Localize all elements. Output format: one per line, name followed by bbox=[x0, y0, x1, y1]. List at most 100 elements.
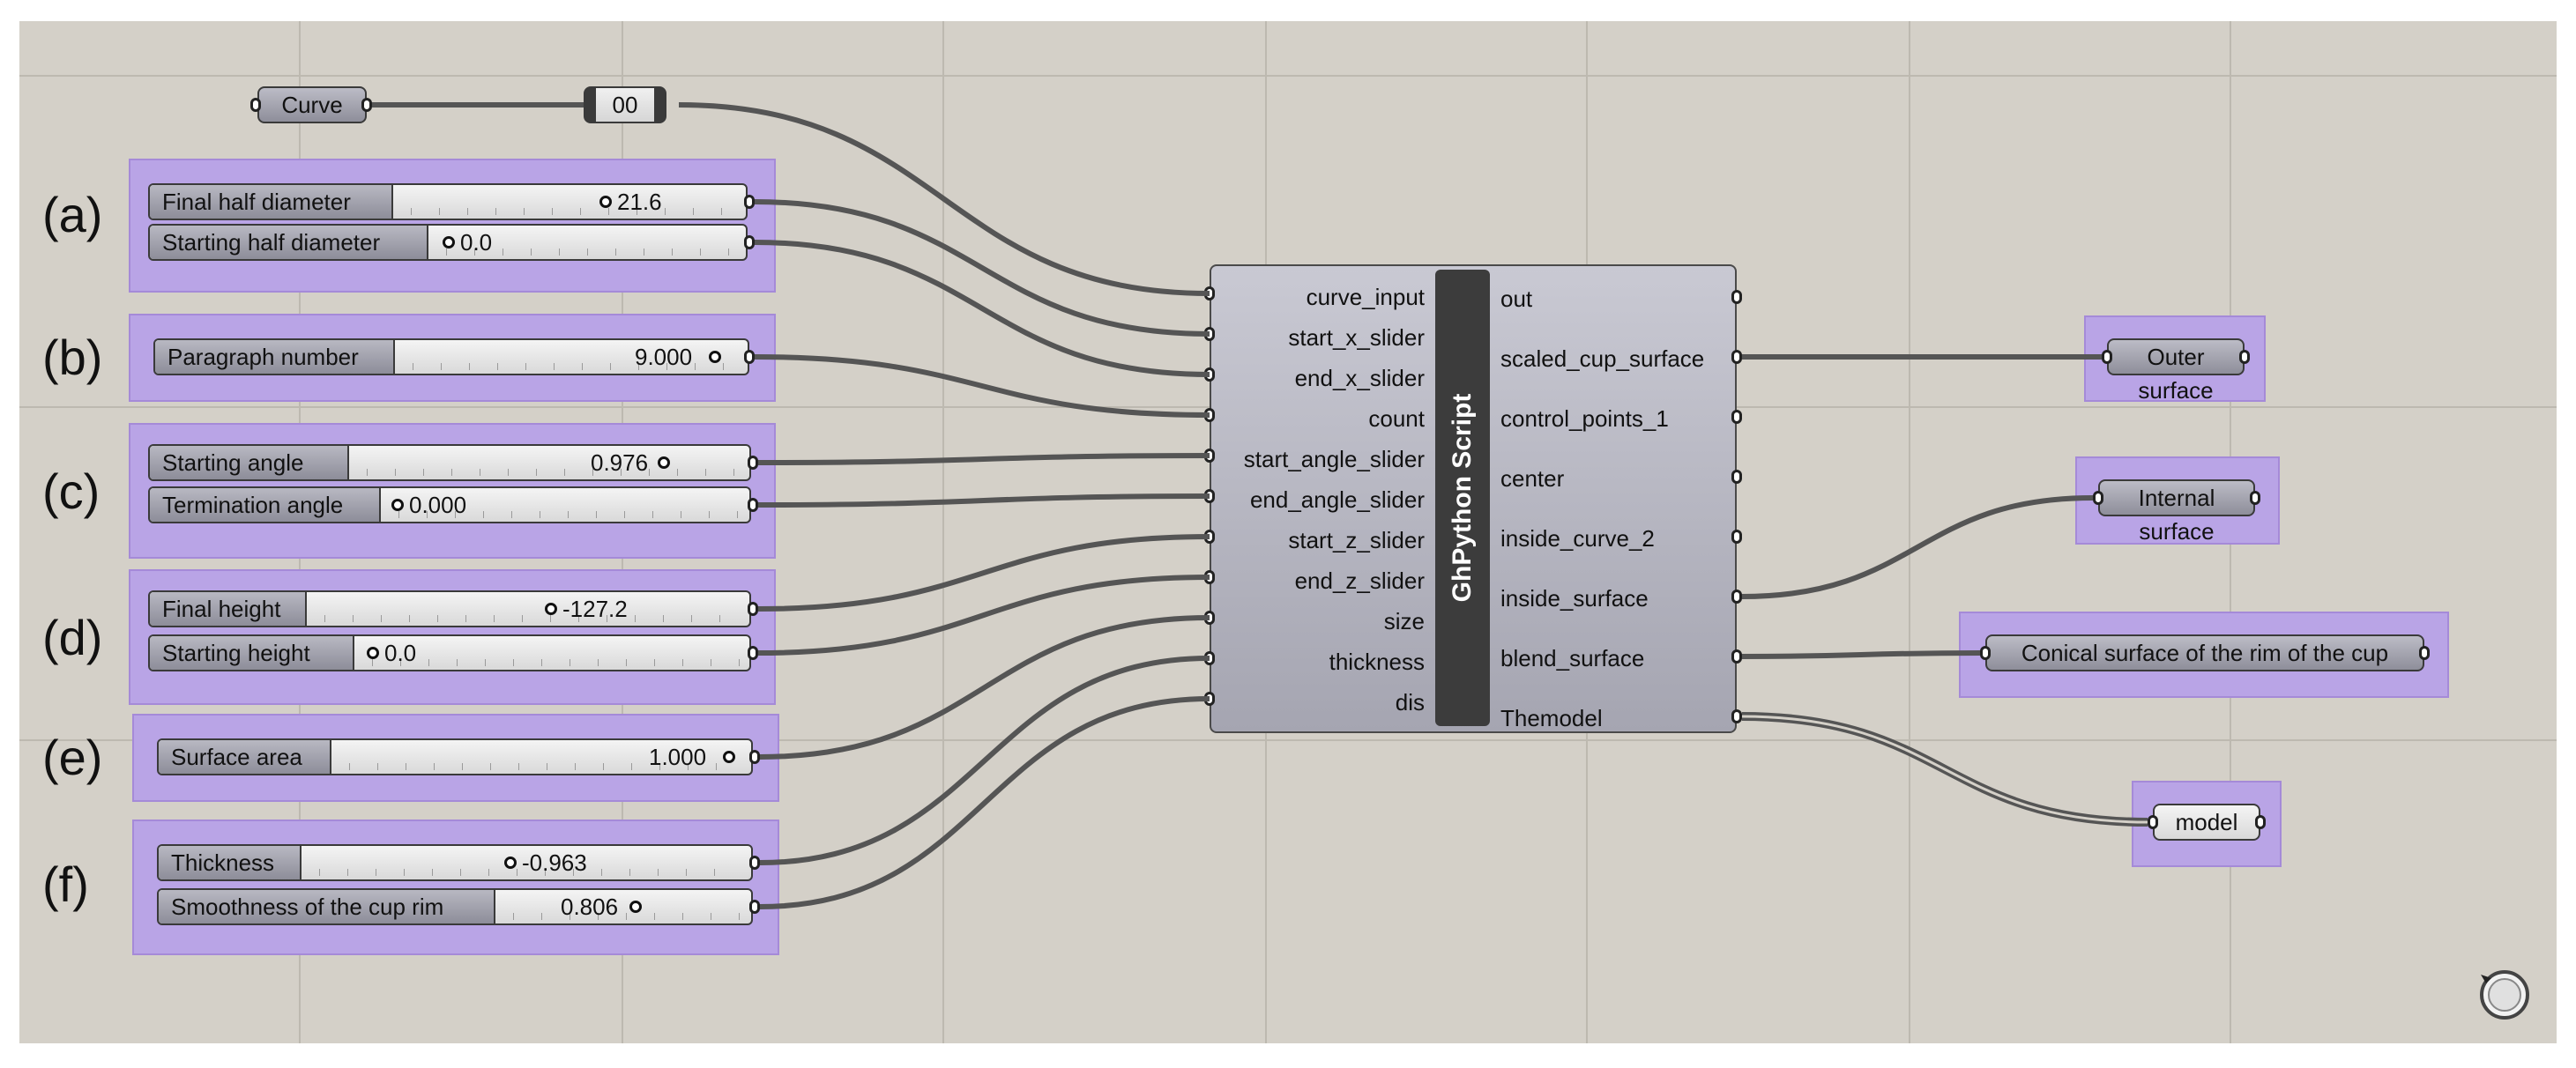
grasshopper-canvas[interactable]: Curve 00 (a) (b) (c) (d) (e) (f) Final h… bbox=[19, 21, 2557, 1043]
gh-input-port[interactable] bbox=[1204, 692, 1215, 706]
slider-surface-area[interactable]: Surface area 1.000 bbox=[157, 738, 753, 775]
group-c-letter: (c) bbox=[42, 464, 101, 519]
slider-name: Final height bbox=[150, 592, 307, 626]
slider-tick bbox=[716, 763, 717, 770]
gh-input-port[interactable] bbox=[1204, 449, 1215, 463]
slider-starting-angle[interactable]: Starting angle 0.976 bbox=[148, 444, 751, 481]
gh-input-port[interactable] bbox=[1204, 611, 1215, 625]
gh-input-port[interactable] bbox=[1204, 327, 1215, 341]
slider-tick bbox=[700, 248, 701, 256]
slider-output-port[interactable] bbox=[749, 856, 760, 870]
slider-starting-height[interactable]: Starting height 0.0 bbox=[148, 634, 751, 671]
slider-name: Paragraph number bbox=[155, 340, 395, 374]
slider-track[interactable] bbox=[354, 636, 749, 670]
slider-knob[interactable] bbox=[545, 603, 557, 615]
curve-param[interactable]: Curve bbox=[257, 86, 367, 123]
slider-tick bbox=[665, 208, 666, 215]
gh-input-port[interactable] bbox=[1204, 530, 1215, 544]
gh-output-port[interactable] bbox=[1731, 709, 1742, 723]
internal-surface-input-port[interactable] bbox=[2093, 491, 2103, 505]
model-output-port[interactable] bbox=[2255, 815, 2266, 829]
slider-starting-half-diameter[interactable]: Starting half diameter 0.0 bbox=[148, 224, 748, 261]
slider-track[interactable] bbox=[302, 846, 751, 879]
slider-tick bbox=[439, 208, 440, 215]
internal-surface-output-port[interactable] bbox=[2250, 491, 2260, 505]
input-end-z-slider: end_z_slider bbox=[1294, 567, 1425, 594]
slider-paragraph-number[interactable]: Paragraph number 9.000 bbox=[153, 338, 749, 375]
slider-tick bbox=[615, 248, 616, 256]
slider-output-port[interactable] bbox=[744, 350, 755, 364]
internal-surface-param[interactable]: Internal surface bbox=[2098, 479, 2255, 545]
gh-output-port[interactable] bbox=[1731, 590, 1742, 604]
curve-param-input-port[interactable] bbox=[250, 98, 261, 112]
slider-smoothness-of-the-cup-rim[interactable]: Smoothness of the cup rim 0.806 bbox=[157, 888, 753, 925]
slider-track[interactable] bbox=[307, 592, 749, 626]
slider-knob[interactable] bbox=[367, 647, 379, 659]
gh-input-port[interactable] bbox=[1204, 408, 1215, 422]
slider-value: 1.000 bbox=[649, 744, 707, 770]
slider-output-port[interactable] bbox=[744, 235, 755, 249]
slider-tick bbox=[652, 511, 653, 518]
gh-input-port[interactable] bbox=[1204, 570, 1215, 584]
slider-output-port[interactable] bbox=[748, 456, 758, 470]
slider-knob[interactable] bbox=[599, 196, 612, 208]
input-start-z-slider: start_z_slider bbox=[1288, 527, 1425, 553]
model-input-port[interactable] bbox=[2148, 815, 2158, 829]
ghpython-script-node[interactable]: GhPython Script curve_input start_x_slid… bbox=[1210, 264, 1737, 733]
slider-tick bbox=[441, 363, 442, 370]
slider-track[interactable] bbox=[395, 340, 748, 374]
slider-knob[interactable] bbox=[709, 351, 721, 363]
outer-surface-param[interactable]: Outer surface bbox=[2107, 338, 2245, 404]
slider-track[interactable] bbox=[349, 446, 749, 479]
slider-termination-angle[interactable]: Termination angle 0.000 bbox=[148, 486, 751, 523]
conical-surface-output-port[interactable] bbox=[2419, 646, 2430, 660]
gh-input-port[interactable] bbox=[1204, 286, 1215, 300]
slider-knob[interactable] bbox=[658, 456, 670, 469]
slider-knob[interactable] bbox=[629, 901, 642, 913]
outer-surface-output-port[interactable] bbox=[2239, 350, 2250, 364]
gh-output-port[interactable] bbox=[1731, 350, 1742, 364]
slider-final-height[interactable]: Final height -127.2 bbox=[148, 590, 751, 627]
slider-tick bbox=[465, 615, 466, 622]
slider-final-half-diameter[interactable]: Final half diameter 21.6 bbox=[148, 183, 748, 220]
gh-input-port[interactable] bbox=[1204, 651, 1215, 665]
gh-input-port[interactable] bbox=[1204, 367, 1215, 382]
navigation-compass-icon[interactable] bbox=[2477, 968, 2532, 1022]
slider-knob[interactable] bbox=[723, 751, 735, 763]
slider-tick bbox=[568, 511, 569, 518]
gh-output-port[interactable] bbox=[1731, 649, 1742, 664]
slider-output-port[interactable] bbox=[748, 646, 758, 660]
slider-output-port[interactable] bbox=[748, 602, 758, 616]
slider-tick bbox=[598, 913, 599, 920]
curve-param-output-port[interactable] bbox=[361, 98, 372, 112]
gh-input-port[interactable] bbox=[1204, 489, 1215, 503]
slider-tick bbox=[728, 248, 729, 256]
ghpython-title-bar[interactable]: GhPython Script bbox=[1435, 270, 1490, 726]
slider-output-port[interactable] bbox=[748, 498, 758, 512]
slider-knob[interactable] bbox=[504, 857, 517, 869]
gh-output-port[interactable] bbox=[1731, 410, 1742, 424]
data-param[interactable]: 00 bbox=[584, 86, 666, 123]
slider-knob[interactable] bbox=[391, 499, 404, 511]
slider-output-port[interactable] bbox=[744, 195, 755, 209]
slider-track[interactable] bbox=[393, 185, 746, 219]
group-d-letter: (d) bbox=[42, 610, 103, 665]
slider-track[interactable] bbox=[381, 488, 749, 522]
conical-surface-input-port[interactable] bbox=[1980, 646, 1991, 660]
slider-knob[interactable] bbox=[443, 236, 455, 248]
group-f[interactable] bbox=[132, 820, 779, 955]
slider-output-port[interactable] bbox=[749, 900, 760, 914]
slider-thickness[interactable]: Thickness -0.963 bbox=[157, 844, 753, 881]
slider-track[interactable] bbox=[331, 740, 751, 774]
slider-output-port[interactable] bbox=[749, 750, 760, 764]
slider-name: Thickness bbox=[159, 846, 302, 879]
gh-output-port[interactable] bbox=[1731, 530, 1742, 544]
slider-tick bbox=[428, 659, 429, 666]
slider-track[interactable] bbox=[495, 890, 751, 923]
gh-output-port[interactable] bbox=[1731, 470, 1742, 484]
conical-surface-param[interactable]: Conical surface of the rim of the cup bbox=[1985, 634, 2424, 671]
gh-output-port[interactable] bbox=[1731, 290, 1742, 304]
slider-tick bbox=[451, 469, 452, 476]
outer-surface-input-port[interactable] bbox=[2102, 350, 2112, 364]
model-param[interactable]: model bbox=[2153, 804, 2260, 841]
